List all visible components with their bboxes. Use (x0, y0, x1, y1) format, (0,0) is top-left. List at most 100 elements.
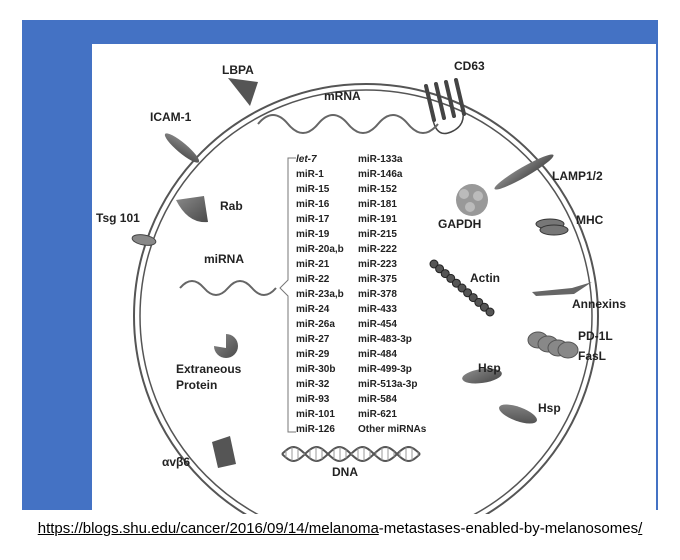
source-url[interactable]: https://blogs.shu.edu/cancer/2016/09/14/… (0, 520, 680, 537)
mirna-item: miR-513a-3p (358, 379, 417, 390)
mirna-item: miR-29 (296, 349, 330, 360)
pdl1-fasl-marker (527, 331, 579, 359)
mirna-item: miR-223 (358, 259, 397, 270)
label-dna: DNA (332, 465, 358, 479)
label-icam1: ICAM-1 (150, 110, 192, 124)
actin-bead (463, 288, 473, 298)
mirna-item: miR-146a (358, 169, 403, 180)
mirna-item: miR-17 (296, 214, 330, 225)
gapdh-marker (456, 184, 488, 216)
label-extraneous-line1: Extraneous (176, 362, 242, 376)
label-mirna: miRNA (204, 252, 244, 266)
label-avb6: αvβ6 (162, 455, 190, 469)
membrane-outer (133, 83, 599, 514)
annexins-marker (532, 282, 592, 296)
mirna-item: miR-378 (358, 289, 397, 300)
label-lbpa: LBPA (222, 63, 254, 77)
label-cd63: CD63 (454, 59, 485, 73)
mirna-item: miR-454 (358, 319, 397, 330)
actin-marker (429, 259, 495, 317)
actin-bead (440, 269, 450, 279)
actin-bead (479, 302, 489, 312)
mirna-item: miR-584 (358, 394, 397, 405)
mirna-item: miR-433 (358, 304, 397, 315)
label-gapdh: GAPDH (438, 217, 481, 231)
mirna-item: miR-19 (296, 229, 330, 240)
membrane-inner (139, 89, 593, 514)
mirna-item: let-7 (296, 154, 317, 165)
mirna-item: miR-484 (358, 349, 397, 360)
mirna-list-right: miR-133a miR-146a miR-152 miR-181 miR-191 miR… (358, 154, 427, 435)
actin-bead (457, 283, 467, 293)
rab-marker (176, 196, 208, 223)
mirna-item: miR-93 (296, 394, 330, 405)
actin-bead (435, 264, 445, 274)
tsg101-marker (131, 234, 157, 246)
mirna-item: miR-499-3p (358, 364, 412, 375)
avb6-marker (212, 436, 236, 468)
icam1-marker (164, 133, 200, 163)
mirna-item: miR-126 (296, 424, 335, 435)
actin-bead (485, 307, 495, 317)
mirna-item: miR-27 (296, 334, 330, 345)
label-mhc: MHC (576, 213, 604, 227)
mirna-item: miR-22 (296, 274, 330, 285)
actin-bead (446, 273, 456, 283)
mirna-item: miR-30b (296, 364, 335, 375)
dna-strand (281, 445, 421, 463)
actin-bead (474, 297, 484, 307)
mirna-strand (179, 280, 277, 296)
label-rab: Rab (220, 199, 243, 213)
actin-bead (429, 259, 439, 269)
hsp-inner-marker (462, 368, 502, 384)
source-link-part-3[interactable]: / (638, 520, 643, 537)
label-hsp-inner: Hsp (478, 361, 501, 375)
source-link-part-1[interactable]: https://blogs.shu.edu/cancer/2016/09/14/… (37, 520, 379, 537)
mirna-item: miR-26a (296, 319, 335, 330)
mirna-item: miR-32 (296, 379, 330, 390)
source-link[interactable]: https://blogs.shu.edu/cancer/2016/09/14/… (38, 520, 643, 537)
mhc-marker (535, 218, 569, 236)
lbpa-marker (228, 78, 258, 106)
cd63-marker (424, 78, 466, 135)
mirna-item: miR-621 (358, 409, 397, 420)
mirna-item: miR-483-3p (358, 334, 412, 345)
label-fasl: FasL (578, 349, 606, 363)
mirna-item: miR-152 (358, 184, 397, 195)
label-hsp-outer: Hsp (538, 401, 561, 415)
mirna-item: miR-215 (358, 229, 397, 240)
label-mrna: mRNA (324, 89, 361, 103)
mirna-item: miR-222 (358, 244, 397, 255)
mirna-item: miR-1 (296, 169, 324, 180)
mirna-bracket (279, 157, 296, 433)
diagram-panel: LBPA ICAM-1 CD63 mRNA LAMP1/2 Rab (92, 44, 656, 514)
dna-helix (281, 445, 421, 463)
mirna-item: miR-375 (358, 274, 397, 285)
label-actin: Actin (470, 271, 500, 285)
blue-frame: LBPA ICAM-1 CD63 mRNA LAMP1/2 Rab (22, 20, 658, 514)
mirna-item: miR-23a,b (296, 289, 344, 300)
exosome-diagram: LBPA ICAM-1 CD63 mRNA LAMP1/2 Rab (96, 59, 626, 514)
label-extraneous-line2: Protein (176, 378, 217, 392)
mirna-item: miR-21 (296, 259, 330, 270)
mirna-item: miR-24 (296, 304, 330, 315)
mirna-item: miR-181 (358, 199, 397, 210)
mirna-item: miR-20a,b (296, 244, 344, 255)
mirna-item: miR-101 (296, 409, 335, 420)
label-lamp: LAMP1/2 (552, 169, 603, 183)
label-pdl1: PD-1L (578, 329, 613, 343)
source-link-part-2[interactable]: -metastases-enabled-by-melanosomes (378, 520, 639, 537)
actin-bead (468, 293, 478, 303)
label-annexins: Annexins (572, 297, 626, 311)
actin-bead (451, 278, 461, 288)
mirna-item: miR-16 (296, 199, 330, 210)
label-tsg101: Tsg 101 (96, 211, 140, 225)
mirna-item: miR-133a (358, 154, 403, 165)
hsp-outer-marker (499, 404, 537, 424)
lamp-marker (494, 154, 554, 190)
mirna-item: miR-191 (358, 214, 397, 225)
mrna-strand (257, 114, 439, 134)
mirna-item: Other miRNAs (358, 424, 427, 435)
extraneous-protein-marker (214, 334, 238, 358)
mirna-item: miR-15 (296, 184, 330, 195)
